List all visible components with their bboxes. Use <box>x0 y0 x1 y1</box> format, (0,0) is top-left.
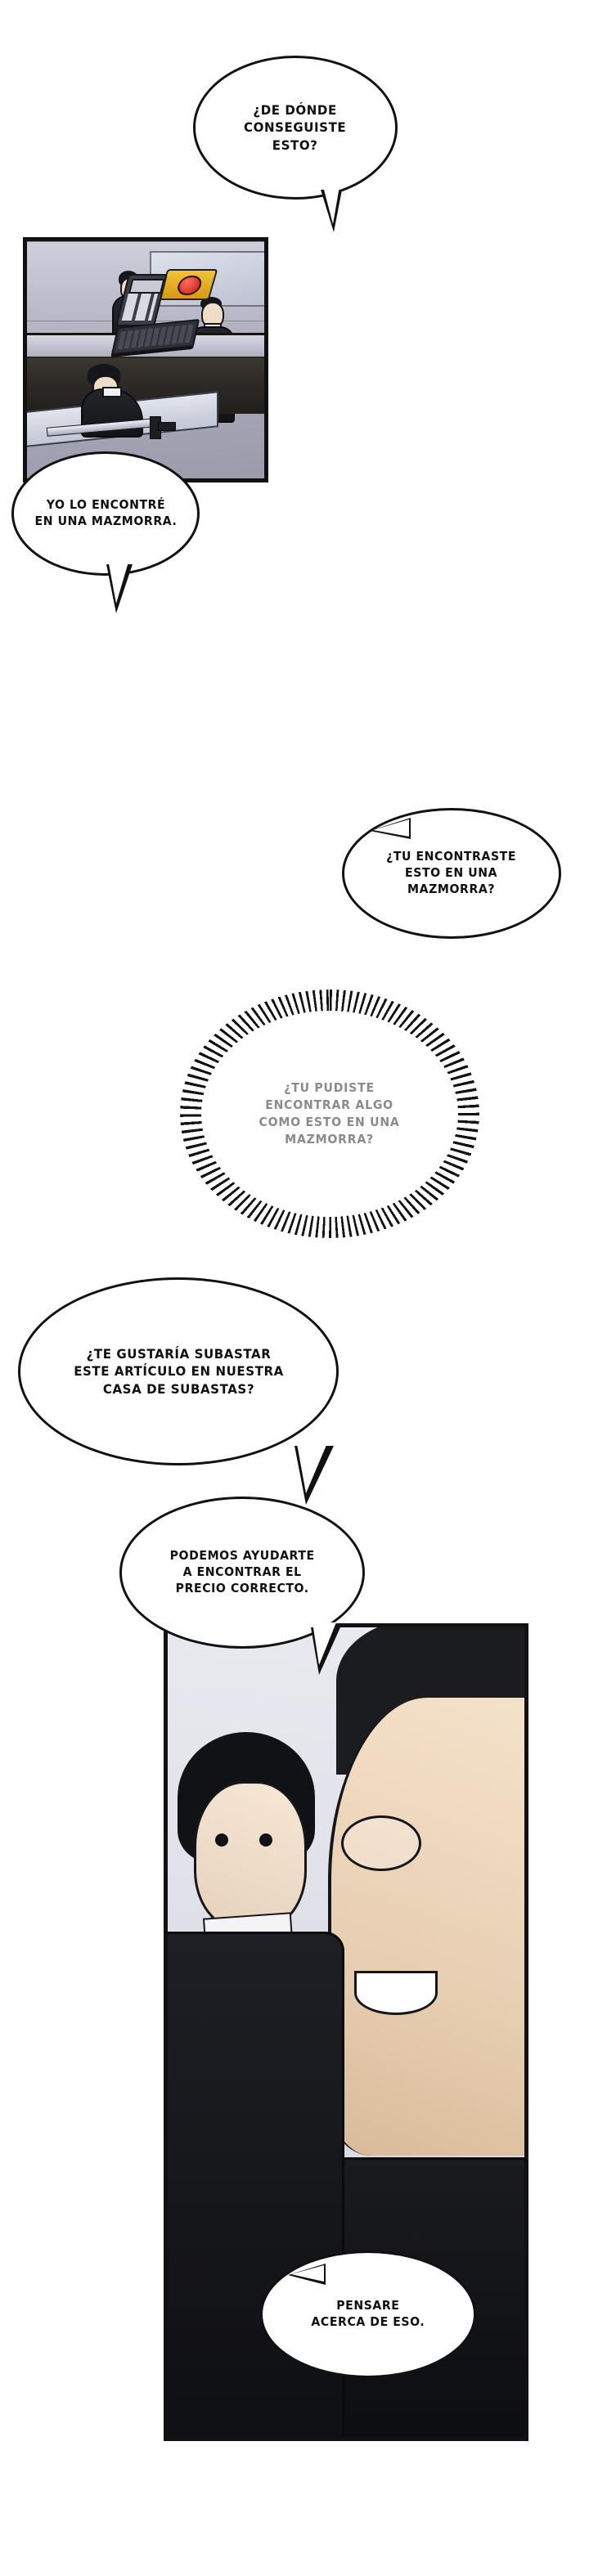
burst-bubble-inner: ¿TU PUDISTE ENCONTRAR ALGO COMO ESTO EN … <box>201 1011 458 1217</box>
speech-bubble-1: ¿DE DÓNDE CONSEGUISTE ESTO? <box>193 56 398 200</box>
protagonist-collar <box>102 387 122 397</box>
speech-bubble-2: YO LO ENCONTRÉ EN UNA MAZMORRA. <box>11 451 200 576</box>
protagonist-face-closeup <box>194 1781 307 1930</box>
red-gem <box>175 276 204 295</box>
speech-bubble-5-text: ¿TE GUSTARÍA SUBASTAR ESTE ARTÍCULO EN N… <box>73 1346 284 1397</box>
panel-1-shop-counter <box>23 237 268 482</box>
speech-bubble-1-text: ¿DE DÓNDE CONSEGUISTE ESTO? <box>244 102 347 153</box>
speech-bubble-2-tail-fill <box>108 559 129 604</box>
burst-bubble-4-text: ¿TU PUDISTE ENCONTRAR ALGO COMO ESTO EN … <box>259 1080 401 1147</box>
speech-bubble-1-tail-fill <box>323 186 339 224</box>
speech-bubble-6-text: PODEMOS AYUDARTE A ENCONTRAR EL PRECIO C… <box>169 1548 315 1595</box>
keyboard-keys <box>117 324 194 350</box>
card-reader-screen <box>128 278 166 294</box>
speech-bubble-7-tail-fill <box>291 2265 324 2282</box>
sword-pommel <box>158 422 176 431</box>
protagonist-eye-2 <box>259 1833 272 1847</box>
speech-bubble-5-tail-fill <box>296 1439 329 1493</box>
display-tray-with-red-gem <box>158 269 218 300</box>
speech-bubble-6-tail-fill <box>312 1622 336 1665</box>
speech-bubble-3-text: ¿TU ENCONTRASTE ESTO EN UNA MAZMORRA? <box>386 849 517 896</box>
speech-bubble-3-tail-fill <box>373 819 409 837</box>
manager-smile <box>354 1971 438 2015</box>
glasses-lens <box>341 1815 421 1871</box>
burst-bubble-4: ¿TU PUDISTE ENCONTRAR ALGO COMO ESTO EN … <box>180 990 479 1238</box>
card-reader-keypad <box>121 293 159 321</box>
speech-bubble-7-text: PENSARE ACERCA DE ESO. <box>311 2298 425 2329</box>
protagonist-eye <box>215 1833 228 1847</box>
speech-bubble-2-text: YO LO ENCONTRÉ EN UNA MAZMORRA. <box>34 497 177 528</box>
manager-face <box>328 1698 524 2156</box>
speech-bubble-5: ¿TE GUSTARÍA SUBASTAR ESTE ARTÍCULO EN N… <box>18 1277 339 1465</box>
